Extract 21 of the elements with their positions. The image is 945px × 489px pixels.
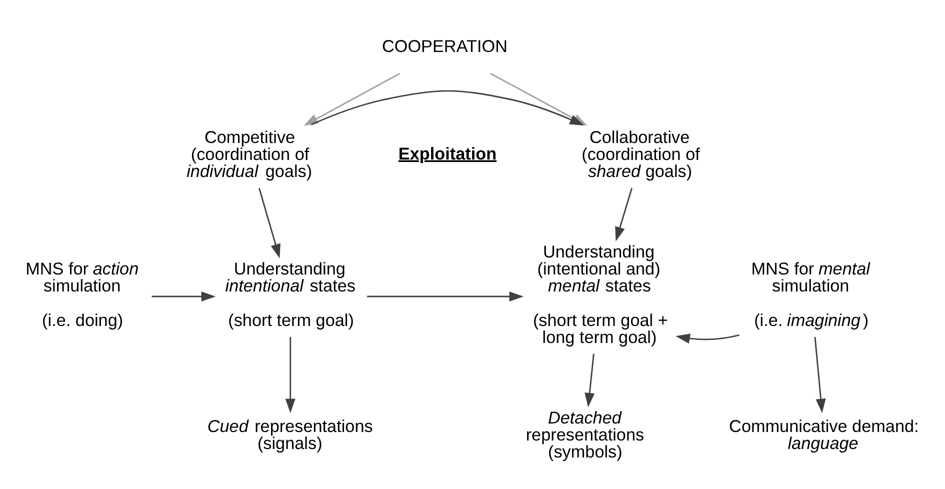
arrow (615, 187, 632, 241)
arrow (152, 291, 216, 302)
node-text: Collaborative (coordination of shared goals) (582, 126, 700, 181)
arrow (310, 90, 584, 126)
arrow (584, 353, 595, 407)
arrow (285, 336, 296, 413)
node-text: Detached representations (symbols) (526, 406, 644, 462)
arrow (258, 188, 280, 258)
arrow (367, 291, 524, 302)
node-text: COOPERATION (382, 35, 508, 56)
arrow (304, 72, 400, 126)
node-text: Cued representations (signals) (207, 415, 373, 453)
node-text: Understanding intentional states (short term goal) (225, 258, 356, 330)
arrow (676, 333, 740, 343)
node-text: Competitive (coordination of individual goals) (186, 126, 312, 181)
arrow (814, 336, 826, 413)
node-text: MNS for action simulation (i.e. doing) (26, 258, 139, 330)
node-text: Understanding (intentional and) mental states (short term goal + long term goal) (532, 240, 668, 347)
node-text: Communicative demand: language (729, 415, 919, 453)
node-text: MNS for mental simulation (i.e. imagining) (751, 258, 870, 330)
label: Exploitation (398, 142, 497, 163)
